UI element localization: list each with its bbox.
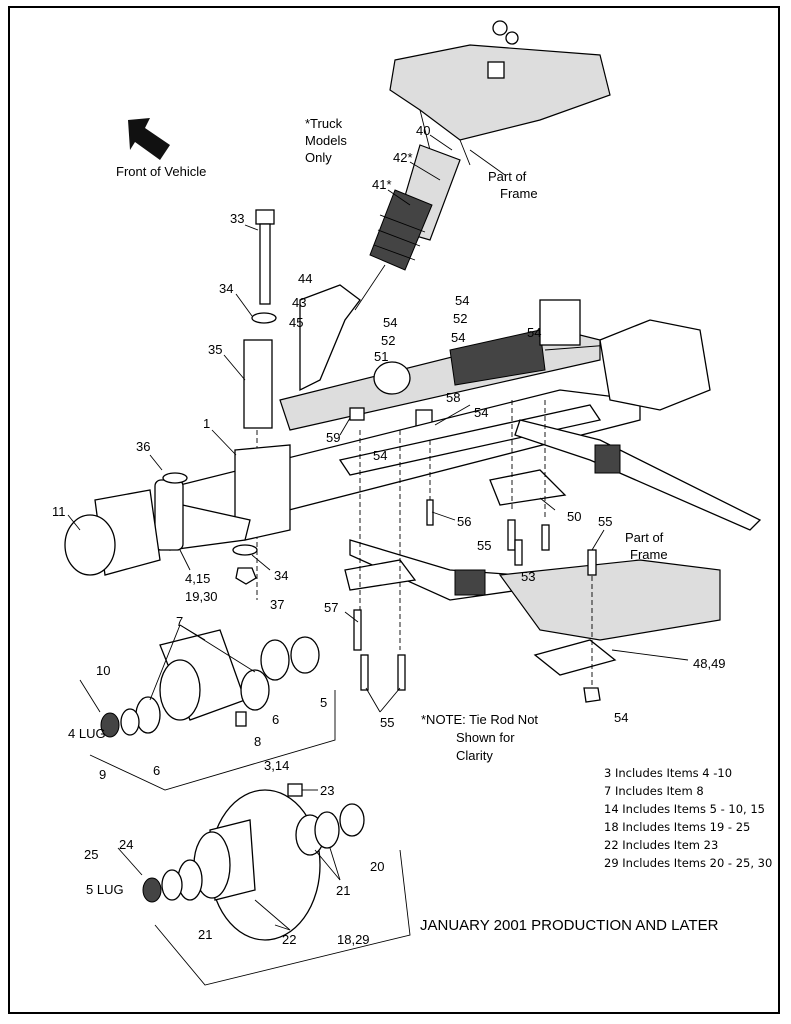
frame-top-line1: Part of	[488, 169, 527, 184]
kit-note: 18 Includes Items 19 - 25	[604, 820, 750, 834]
part-number: 4,15	[185, 571, 210, 586]
part-number: 54	[474, 405, 488, 420]
part-number: 1	[203, 416, 210, 431]
part-number: 59	[326, 430, 340, 445]
part-number: 6	[272, 712, 279, 727]
diagram-border	[8, 6, 780, 1014]
shock-absorber-drawing	[354, 144, 461, 311]
part-number: 54	[527, 325, 541, 340]
frame-top-drawing	[389, 20, 611, 166]
part-number: 19,30	[185, 589, 218, 604]
part-number: 41*	[372, 177, 392, 192]
part-number: 21	[198, 927, 212, 942]
part-number: 3,14	[264, 758, 289, 773]
part-number: 33	[230, 211, 244, 226]
five-lug-hub-drawing	[117, 783, 411, 986]
part-number: 40	[416, 123, 430, 138]
part-number: 21	[336, 883, 350, 898]
frame-top-line2: Frame	[500, 186, 538, 201]
part-number: 10	[96, 663, 110, 678]
part-number: 52	[453, 311, 467, 326]
five-lug-label: 5 LUG	[86, 882, 124, 897]
part-number: 11	[52, 504, 66, 519]
part-number: 54	[455, 293, 469, 308]
part-number: 24	[119, 837, 133, 852]
front-arrow-icon	[128, 118, 170, 160]
tie-rod-note-line1: *NOTE: Tie Rod Not	[421, 712, 538, 727]
part-number: 48,49	[693, 656, 726, 671]
part-number: 6	[153, 763, 160, 778]
part-number: 44	[298, 271, 312, 286]
kit-note: 22 Includes Item 23	[604, 838, 718, 852]
part-number: 23	[320, 783, 334, 798]
callout-labels: *Truck Models Only Part of Frame Front o…	[52, 116, 726, 947]
part-number: 25	[84, 847, 98, 862]
part-number: 42*	[393, 150, 413, 165]
part-number: 56	[457, 514, 471, 529]
part-number: 54	[373, 448, 387, 463]
part-number: 22	[282, 932, 296, 947]
part-number: 53	[521, 569, 535, 584]
truck-note-line2: Models	[305, 133, 347, 148]
part-number: 34	[219, 281, 233, 296]
truck-note-line3: Only	[305, 150, 332, 165]
part-number: 9	[99, 767, 106, 782]
part-number: 50	[567, 509, 581, 524]
part-number: 54	[451, 330, 465, 345]
four-lug-label: 4 LUG	[68, 726, 106, 741]
part-number: 7	[176, 614, 183, 629]
bolts-drawing	[353, 499, 601, 703]
tie-rod-note-line3: Clarity	[456, 748, 493, 763]
frame-right-line1: Part of	[625, 530, 664, 545]
four-lug-hub-drawing	[79, 629, 336, 791]
part-number: 20	[370, 859, 384, 874]
spindle-hub-drawing	[64, 472, 258, 585]
part-number: 8	[254, 734, 261, 749]
part-number: 55	[380, 715, 394, 730]
part-number: 43	[292, 295, 306, 310]
part-number: 55	[477, 538, 491, 553]
kingpin-bolt-drawing	[243, 209, 277, 600]
truck-note-line1: *Truck	[305, 116, 343, 131]
kit-note: 29 Includes Items 20 - 25, 30	[604, 856, 772, 870]
leader-lines	[67, 134, 689, 931]
part-number: 54	[383, 315, 397, 330]
part-number: 34	[274, 568, 288, 583]
part-number: 45	[289, 315, 303, 330]
part-number: 35	[208, 342, 222, 357]
part-number: 51	[374, 349, 388, 364]
right-spindle-drawing	[539, 299, 711, 411]
kit-note: 14 Includes Items 5 - 10, 15	[604, 802, 765, 816]
part-number: 36	[136, 439, 150, 454]
part-number: 52	[381, 333, 395, 348]
part-number: 55	[598, 514, 612, 529]
part-number: 58	[446, 390, 460, 405]
leaf-spring-drawing	[349, 419, 762, 601]
tie-rod-note-line2: Shown for	[456, 730, 515, 745]
kit-note: 3 Includes Items 4 -10	[604, 766, 732, 780]
kit-note: 7 Includes Item 8	[604, 784, 704, 798]
kit-notes: 3 Includes Items 4 -10 7 Includes Item 8…	[604, 766, 772, 870]
part-number: 5	[320, 695, 327, 710]
part-number: 18,29	[337, 932, 370, 947]
part-number: 54	[614, 710, 628, 725]
front-of-vehicle-label: Front of Vehicle	[116, 164, 206, 179]
frame-right-line2: Frame	[630, 547, 668, 562]
diagram-title: JANUARY 2001 PRODUCTION AND LATER	[420, 917, 719, 934]
part-number: 37	[270, 597, 284, 612]
frame-lower-drawing	[344, 400, 721, 690]
part-number: 57	[324, 600, 338, 615]
